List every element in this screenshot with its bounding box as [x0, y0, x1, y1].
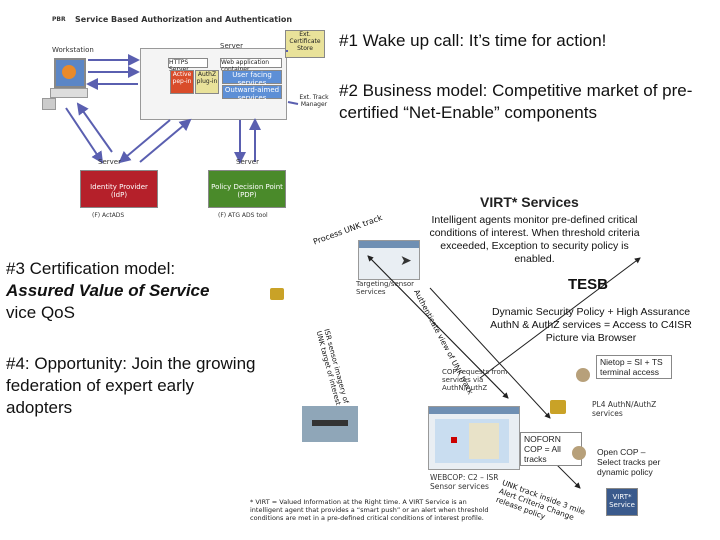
- certificate-store-box: Ext. Certificate Store: [285, 30, 325, 58]
- cop-requests-label: COP requests from services via AuthN/Aut…: [442, 368, 508, 392]
- https-server-box: HTTPS Server: [168, 58, 208, 73]
- keyboard-icon: [50, 88, 88, 98]
- sba-logo: PBR: [52, 16, 66, 23]
- virt-footnote: * VIRT = Valued Information at the Right…: [250, 498, 489, 522]
- lock-icon-2: [550, 400, 566, 414]
- webcop-label: WEBCOP: C2 – ISR Sensor services: [430, 473, 499, 491]
- headline-4: #4: Opportunity: Join the growing federa…: [6, 354, 256, 417]
- noforn-note: NOFORN COP = All tracks: [520, 432, 582, 466]
- server-top-label: Server: [220, 42, 243, 50]
- outward-services-box: Outward-aimed services: [222, 85, 282, 102]
- aircraft-image: [302, 406, 358, 442]
- headline-3-line2: Assured Value of Service: [6, 281, 210, 300]
- virt-service-box: VIRT* Service: [606, 488, 638, 516]
- targeting-label: Targeting/sensor Services: [356, 280, 415, 296]
- tesb-label: TESB: [568, 276, 609, 293]
- webcop-screenshot: [428, 406, 520, 470]
- authz-plugin-box: AuthZ plug-in: [195, 70, 219, 94]
- pdp-server-label: Server: [236, 158, 259, 166]
- pdp-box: Policy Decision Point (PDP): [208, 170, 286, 208]
- virt-intro: Intelligent agents monitor pre-defined c…: [429, 214, 640, 265]
- policy-text: Dynamic Security Policy + High Assurance…: [490, 306, 692, 344]
- idp-server-label: Server: [98, 158, 121, 166]
- targeting-screenshot: [358, 240, 420, 280]
- virt-title: VIRT* Services: [480, 194, 579, 210]
- reader-icon: [42, 98, 56, 110]
- user-icon-1: [576, 368, 590, 382]
- user-services-box: User facing services: [222, 70, 282, 87]
- pl4-label: PL4 AuthN/AuthZ services: [592, 400, 657, 418]
- idp-box: Identity Provider (IdP): [80, 170, 158, 208]
- sba-title: Service Based Authorization and Authenti…: [75, 15, 293, 24]
- open-cop-note: Open COP – Select tracks per dynamic pol…: [594, 446, 666, 478]
- niprnet-note: Nietop = SI + TS terminal access: [596, 355, 672, 379]
- headline-3-line1: #3 Certification model:: [6, 259, 176, 278]
- headline-1: #1 Wake up call: It’s time for action!: [339, 31, 607, 50]
- user-icon-2: [572, 446, 586, 460]
- sba-arrows: [65, 50, 299, 164]
- track-manager-box: Ext. Track Manager: [298, 94, 330, 120]
- headline-3: #3 Certification model: Assured Value of…: [6, 258, 256, 324]
- active-pep-box: Active pep-in: [170, 70, 194, 94]
- headline-2: #2 Business model: Competitive market of…: [339, 81, 693, 122]
- lock-icon-1: [270, 288, 284, 300]
- sba-diagram: PBR Service Based Authorization and Auth…: [30, 12, 330, 222]
- workstation-label: Workstation: [52, 46, 94, 54]
- web-container-box: Web application container: [220, 58, 282, 73]
- headline-3-line3: vice QoS: [6, 303, 75, 322]
- pdp-foot: (F) ATG ADS tool: [218, 212, 268, 219]
- cursor-icon: ➤: [400, 252, 412, 268]
- idp-foot: (F) ActADS: [92, 212, 125, 219]
- virt-diagram: VIRT* Services Intelligent agents monito…: [250, 188, 720, 540]
- workstation-icon: [54, 58, 86, 88]
